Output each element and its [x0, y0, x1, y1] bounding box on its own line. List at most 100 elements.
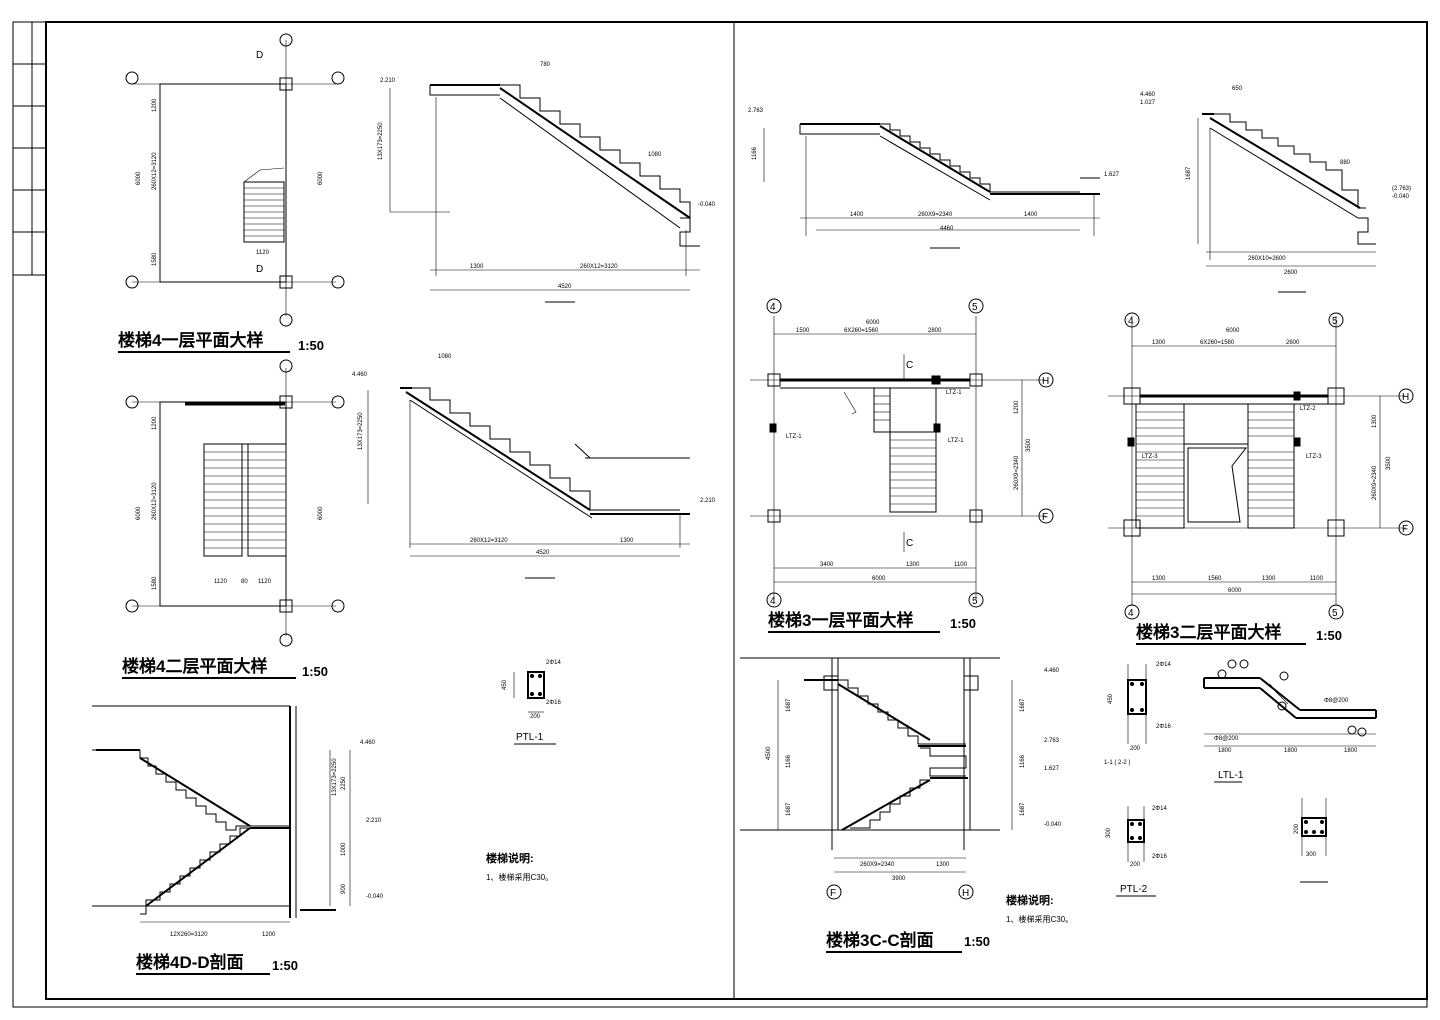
dim-1687: 1687 [1186, 166, 1192, 180]
axis-bubble [279, 359, 293, 373]
dim-450: 450 [502, 679, 508, 690]
label-ptl1: PTL-1 [516, 732, 544, 743]
dim-1300: 1300 [1152, 576, 1166, 582]
dim-4520: 4520 [536, 550, 550, 556]
dim-3500: 3500 [1026, 438, 1032, 452]
dim-1100: 1100 [1310, 576, 1324, 582]
dim-1200: 1200 [152, 98, 158, 112]
dim-6000: 6000 [872, 576, 886, 582]
elev-2210: 2.210 [380, 78, 396, 84]
axis-bubble [279, 313, 293, 327]
axis-bubble [279, 633, 293, 647]
elev-1627: 1.627 [1044, 766, 1060, 772]
title-stair3-cc: 楼梯3C-C剖面 [826, 930, 934, 950]
axis-label-d: D [256, 264, 263, 275]
small-beam-section: 200 300 [1294, 798, 1328, 883]
dim-300: 300 [1106, 827, 1112, 838]
title-block-strips [12, 22, 46, 276]
label-sec11: 1-1 ( 2-2 ) [1104, 760, 1130, 766]
axis-label-5: 5 [972, 596, 978, 607]
dim-260x12: 260X12=3120 [470, 538, 508, 544]
notes-item: 1、楼梯采用C30。 [1006, 914, 1073, 924]
axis-bubble [125, 395, 139, 409]
elev-1627: 1.627 [1104, 172, 1120, 178]
dim-1300: 1300 [936, 862, 950, 868]
elev-2763: 2.763 [1044, 738, 1060, 744]
label-ltz1: LTZ-1 [946, 390, 962, 396]
stair3-section-upper-right: 4.460 1.027 (2.763) -0.040 1687 260X10=2… [1140, 86, 1411, 293]
dim-1580: 1580 [152, 252, 158, 266]
elev-2210: 2.210 [366, 818, 382, 824]
scale-label: 1:50 [272, 958, 298, 973]
dim-13x173: 13X173=2250 [358, 412, 364, 450]
dim-1120: 1120 [258, 579, 272, 585]
elev-2763: 2.763 [748, 108, 764, 114]
scale-label: 1:50 [1316, 628, 1342, 643]
dim-4500: 4500 [766, 746, 772, 760]
stair3-l2-treads [1135, 403, 1295, 529]
dim-1200: 1200 [262, 932, 276, 938]
rebar-2614: 2Φ14 [1156, 662, 1171, 668]
dim-1120: 1120 [214, 579, 228, 585]
dim-650: 650 [1232, 86, 1243, 92]
axis-label-h: H [1042, 376, 1049, 387]
axis-bubble [331, 599, 345, 613]
dim-13x173: 13X173=2250 [378, 122, 384, 160]
axis-label-f: F [1402, 524, 1408, 535]
dim-1560: 1560 [1208, 576, 1222, 582]
axis-label-4: 4 [770, 596, 776, 607]
axis-label-d: D [256, 50, 263, 61]
axis-label-h: H [962, 888, 969, 899]
rebar-8200: Φ8@200 [1214, 736, 1239, 742]
dim-200: 200 [530, 714, 541, 720]
axis-bubble [1124, 312, 1140, 328]
stair3-section-upper: 2.763 1.627 1166 1400 260X9=2340 1400 44… [748, 108, 1120, 249]
ltl1-beam: Φ8@200 Φ8@200 1800 1800 1800 LTL-1 [1203, 659, 1377, 783]
dim-260x9: 260X9=2340 [860, 862, 895, 868]
left-notes: 楼梯说明: 1、楼梯采用C30。 [486, 851, 553, 882]
dim-1166: 1166 [1020, 754, 1026, 768]
axis-bubble [331, 71, 345, 85]
dim-1687: 1687 [786, 802, 792, 816]
dim-6000: 6000 [318, 506, 324, 520]
dim-4460b: 4460 [940, 226, 954, 232]
elev-4460: 4.460 [360, 740, 376, 746]
dim-1800: 1800 [1344, 748, 1358, 754]
elev-2763p: (2.763) [1392, 186, 1411, 192]
dim-1080: 1080 [648, 152, 662, 158]
label-ltl1: LTL-1 [1218, 770, 1244, 781]
axis-bubble [1398, 388, 1414, 404]
axis-bubble [968, 592, 984, 608]
notes-heading: 楼梯说明: [486, 851, 534, 865]
label-ptl2: PTL-2 [1120, 884, 1148, 895]
axis-label-4: 4 [1128, 316, 1134, 327]
axis-label-4: 4 [770, 302, 776, 313]
axis-bubble [1328, 604, 1344, 620]
dim-1120: 1120 [256, 250, 270, 256]
stair3-level1-plan: 4 5 4 5 H F [750, 298, 1054, 633]
stair3-l1-treads [840, 387, 937, 513]
dim-200: 200 [1294, 823, 1300, 834]
dim-6000: 6000 [866, 320, 880, 326]
dim-1800: 1800 [1284, 748, 1298, 754]
axis-label-4: 4 [1128, 608, 1134, 619]
elev-minus-0040: -0.040 [366, 894, 384, 900]
dim-1100: 1100 [954, 562, 968, 568]
label-ltz3: LTZ-3 [1142, 454, 1158, 460]
dim-900: 900 [341, 883, 347, 894]
dim-1300: 1300 [1372, 414, 1378, 428]
stair4-section-lower: 4.460 2.210 13X173=2250 260X12=3120 1300… [352, 354, 716, 579]
dim-1500: 1500 [796, 328, 810, 334]
sheet-frame [12, 21, 1428, 1008]
dim-1200: 1200 [152, 416, 158, 430]
rebar-2614: 2Φ14 [546, 660, 561, 666]
rebar-2614: 2Φ14 [1152, 806, 1167, 812]
axis-bubble [766, 298, 782, 314]
right-notes: 楼梯说明: 1、楼梯采用C30。 [1006, 893, 1073, 924]
dim-6x260: 6X260=1560 [1200, 340, 1235, 346]
title-stair3-l2: 楼梯3二层平面大样 [1136, 622, 1281, 642]
dim-3400: 3400 [820, 562, 834, 568]
dim-1300: 1300 [906, 562, 920, 568]
label-ltz3: LTZ-3 [1306, 454, 1322, 460]
dim-200: 200 [1130, 746, 1141, 752]
